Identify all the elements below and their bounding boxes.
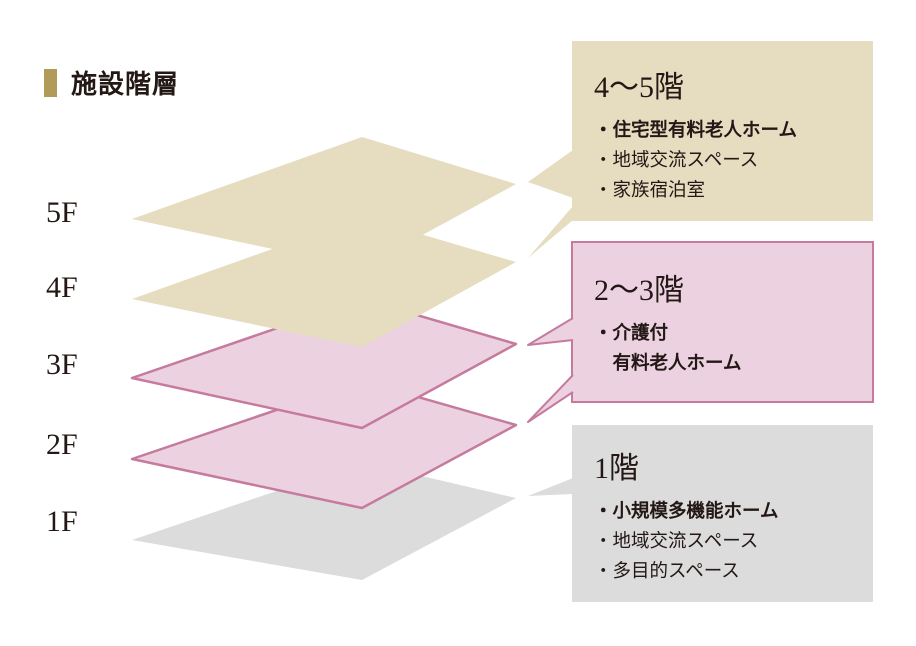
callout-list-1f: ・小規模多機能ホーム ・地域交流スペース ・多目的スペース <box>594 497 851 587</box>
title-accent-bar <box>44 68 57 97</box>
callout-heading-1f: 1階 <box>594 452 639 485</box>
floor-slab-1f <box>132 462 516 580</box>
callout-list-2-3f: ・介護付 有料老人ホーム <box>594 319 851 379</box>
callout-tail-2-3f-lower <box>527 374 574 423</box>
page-title: 施設階層 <box>44 64 179 101</box>
callout-bg-4-5f <box>572 41 873 221</box>
floor-label-1f: 1F <box>46 505 78 538</box>
callout-4-5f: 4～5階 ・住宅型有料老人ホーム ・地域交流スペース ・家族宿泊室 <box>572 62 873 206</box>
callout-tail-4-5f <box>528 150 573 198</box>
callout-tail-2-3f <box>527 317 574 346</box>
callout-item-small-multifunction: ・小規模多機能ホーム <box>594 501 779 522</box>
callout-heading-2-3f: 2～3階 <box>594 274 684 307</box>
callout-heading-4-5f: 4～5階 <box>594 71 684 104</box>
callout-tail-2-3f-join <box>572 320 575 339</box>
callout-item-care-line1: ・介護付 <box>594 323 669 344</box>
callout-item-family-lodging: ・家族宿泊室 <box>594 180 706 201</box>
floor-slab-4f <box>132 217 516 347</box>
floor-label-5f: 5F <box>46 196 78 229</box>
callout-2-3f: 2～3階 ・介護付 有料老人ホーム <box>572 265 873 379</box>
callout-item-housing-home: ・住宅型有料老人ホーム <box>594 120 797 141</box>
callout-item-community-space-1f: ・地域交流スペース <box>594 531 759 552</box>
callout-tail-4-5f-lower <box>528 206 573 258</box>
callout-item-care-line2: 有料老人ホーム <box>594 353 742 374</box>
callout-tail-2-3f-join-lower <box>572 377 575 391</box>
callout-item-multipurpose-space: ・多目的スペース <box>594 561 740 582</box>
floor-slab-5f <box>132 137 516 268</box>
callout-1f: 1階 ・小規模多機能ホーム ・地域交流スペース ・多目的スペース <box>572 443 873 587</box>
callout-bg-2-3f <box>571 241 874 403</box>
callout-item-community-space: ・地域交流スペース <box>594 150 759 171</box>
floor-label-3f: 3F <box>46 348 78 381</box>
callout-tail-1f <box>528 478 573 496</box>
callout-bg-1f <box>572 425 873 602</box>
title-text: 施設階層 <box>71 70 180 100</box>
floor-label-2f: 2F <box>46 428 78 461</box>
floor-label-4f: 4F <box>46 271 78 304</box>
callout-list-4-5f: ・住宅型有料老人ホーム ・地域交流スペース ・家族宿泊室 <box>594 116 851 206</box>
